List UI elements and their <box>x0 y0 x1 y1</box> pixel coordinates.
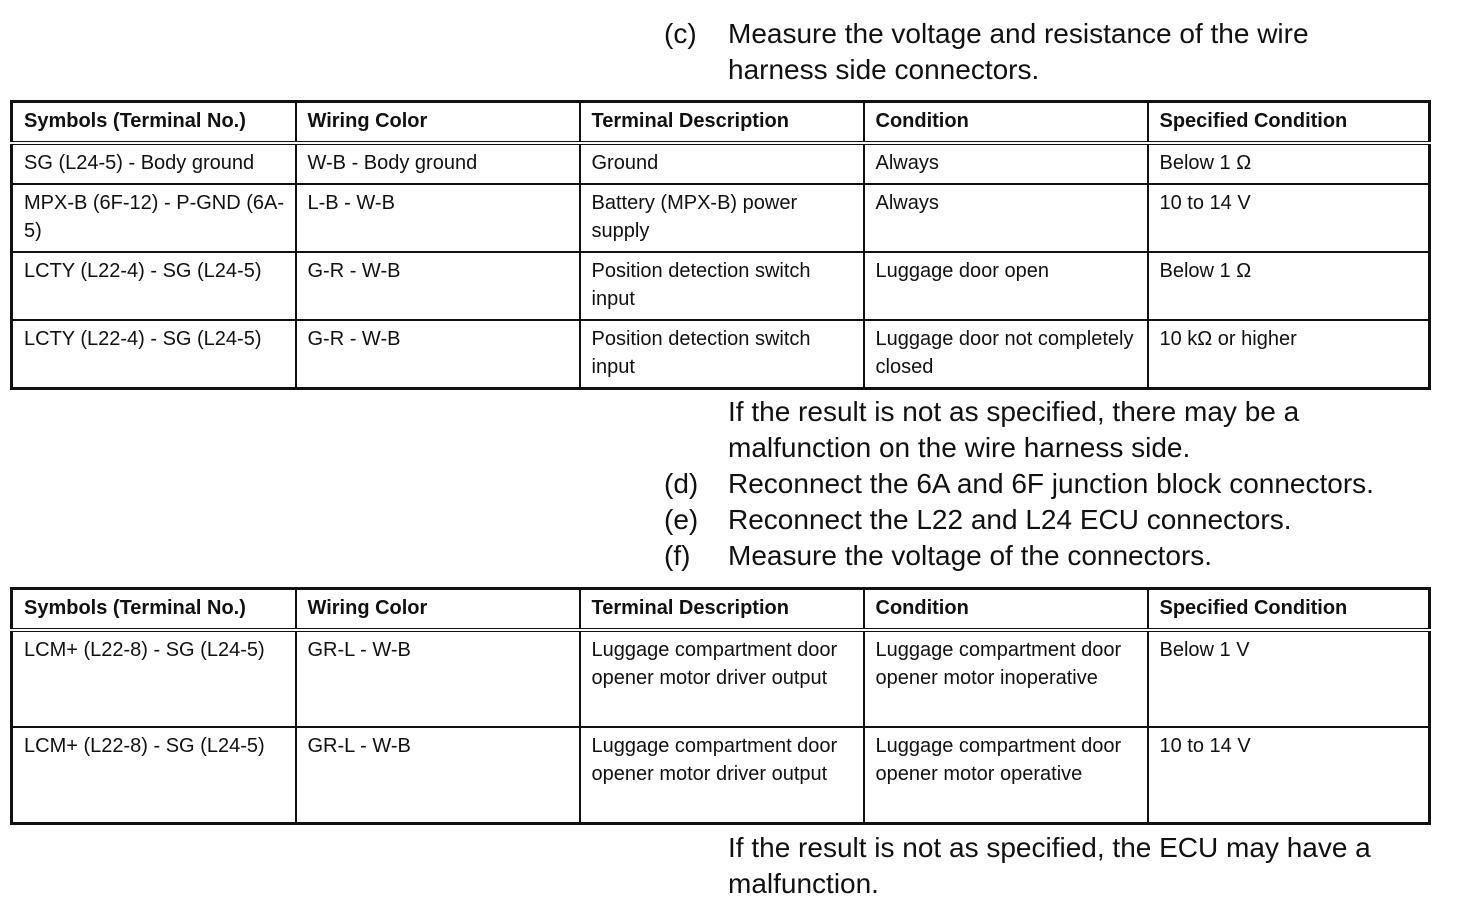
table-header-row: Symbols (Terminal No.) Wiring Color Term… <box>10 587 1431 632</box>
step-e-label: (e) <box>664 504 699 535</box>
cell-condition: Always <box>862 142 1149 185</box>
cell-symbols: LCM+ (L22-8) - SG (L24-5) <box>10 629 297 728</box>
cell-symbols: LCM+ (L22-8) - SG (L24-5) <box>10 726 297 825</box>
cell-wiring-color: W-B - Body ground <box>294 142 581 185</box>
table-row: LCTY (L22-4) - SG (L24-5) G-R - W-B Posi… <box>10 319 1431 390</box>
cell-terminal-description: Luggage compartment door opener motor dr… <box>578 726 865 825</box>
resistance-check-table: Symbols (Terminal No.) Wiring Color Term… <box>10 100 1431 390</box>
cell-terminal-description: Luggage compartment door opener motor dr… <box>578 629 865 728</box>
cell-condition: Luggage door not completely closed <box>862 319 1149 390</box>
table-row: LCTY (L22-4) - SG (L24-5) G-R - W-B Posi… <box>10 251 1431 321</box>
table-header-row: Symbols (Terminal No.) Wiring Color Term… <box>10 100 1431 145</box>
table-row: SG (L24-5) - Body ground W-B - Body grou… <box>10 142 1431 185</box>
column-header-wiring-color: Wiring Color <box>294 100 581 145</box>
column-header-terminal-description: Terminal Description <box>578 587 865 632</box>
cell-wiring-color: L-B - W-B <box>294 183 581 253</box>
cell-wiring-color: G-R - W-B <box>294 319 581 390</box>
cell-specified-condition: 10 to 14 V <box>1146 726 1431 825</box>
table-row: MPX-B (6F-12) - P-GND (6A-5) L-B - W-B B… <box>10 183 1431 253</box>
voltage-check-table: Symbols (Terminal No.) Wiring Color Term… <box>10 587 1431 825</box>
step-d-label: (d) <box>664 468 699 499</box>
cell-terminal-description: Position detection switch input <box>578 251 865 321</box>
column-header-condition: Condition <box>862 587 1149 632</box>
cell-specified-condition: Below 1 Ω <box>1146 142 1431 185</box>
cell-specified-condition: 10 kΩ or higher <box>1146 319 1431 390</box>
cell-symbols: LCTY (L22-4) - SG (L24-5) <box>10 251 297 321</box>
cell-wiring-color: G-R - W-B <box>294 251 581 321</box>
cell-condition: Luggage door open <box>862 251 1149 321</box>
cell-condition: Luggage compartment door opener motor in… <box>862 629 1149 728</box>
cell-specified-condition: Below 1 Ω <box>1146 251 1431 321</box>
step-c-text: Measure the voltage and resistance of th… <box>728 18 1309 85</box>
column-header-wiring-color: Wiring Color <box>294 587 581 632</box>
column-header-symbols: Symbols (Terminal No.) <box>10 587 297 632</box>
step-f: (f) Measure the voltage of the connector… <box>664 538 1464 574</box>
step-c: (c) Measure the voltage and resistance o… <box>664 16 1464 88</box>
cell-condition: Luggage compartment door opener motor op… <box>862 726 1149 825</box>
step-e: (e) Reconnect the L22 and L24 ECU connec… <box>664 502 1464 538</box>
step-d: (d) Reconnect the 6A and 6F junction blo… <box>664 466 1464 502</box>
wire-harness-note: If the result is not as specified, there… <box>728 396 1300 463</box>
column-header-specified-condition: Specified Condition <box>1146 587 1431 632</box>
ecu-malfunction-note: If the result is not as specified, the E… <box>728 832 1371 899</box>
column-header-specified-condition: Specified Condition <box>1146 100 1431 145</box>
cell-terminal-description: Position detection switch input <box>578 319 865 390</box>
column-header-terminal-description: Terminal Description <box>578 100 865 145</box>
cell-wiring-color: GR-L - W-B <box>294 726 581 825</box>
column-header-condition: Condition <box>862 100 1149 145</box>
step-f-text: Measure the voltage of the connectors. <box>728 540 1213 571</box>
cell-symbols: MPX-B (6F-12) - P-GND (6A-5) <box>10 183 297 253</box>
column-header-symbols: Symbols (Terminal No.) <box>10 100 297 145</box>
cell-symbols: LCTY (L22-4) - SG (L24-5) <box>10 319 297 390</box>
table-row: LCM+ (L22-8) - SG (L24-5) GR-L - W-B Lug… <box>10 629 1431 728</box>
step-d-text: Reconnect the 6A and 6F junction block c… <box>728 468 1374 499</box>
cell-wiring-color: GR-L - W-B <box>294 629 581 728</box>
step-f-label: (f) <box>664 540 691 571</box>
table-row: LCM+ (L22-8) - SG (L24-5) GR-L - W-B Lug… <box>10 726 1431 825</box>
cell-condition: Always <box>862 183 1149 253</box>
cell-symbols: SG (L24-5) - Body ground <box>10 142 297 185</box>
cell-specified-condition: 10 to 14 V <box>1146 183 1431 253</box>
cell-terminal-description: Battery (MPX-B) power supply <box>578 183 865 253</box>
cell-specified-condition: Below 1 V <box>1146 629 1431 728</box>
cell-terminal-description: Ground <box>578 142 865 185</box>
step-c-label: (c) <box>664 18 697 49</box>
step-e-text: Reconnect the L22 and L24 ECU connectors… <box>728 504 1292 535</box>
